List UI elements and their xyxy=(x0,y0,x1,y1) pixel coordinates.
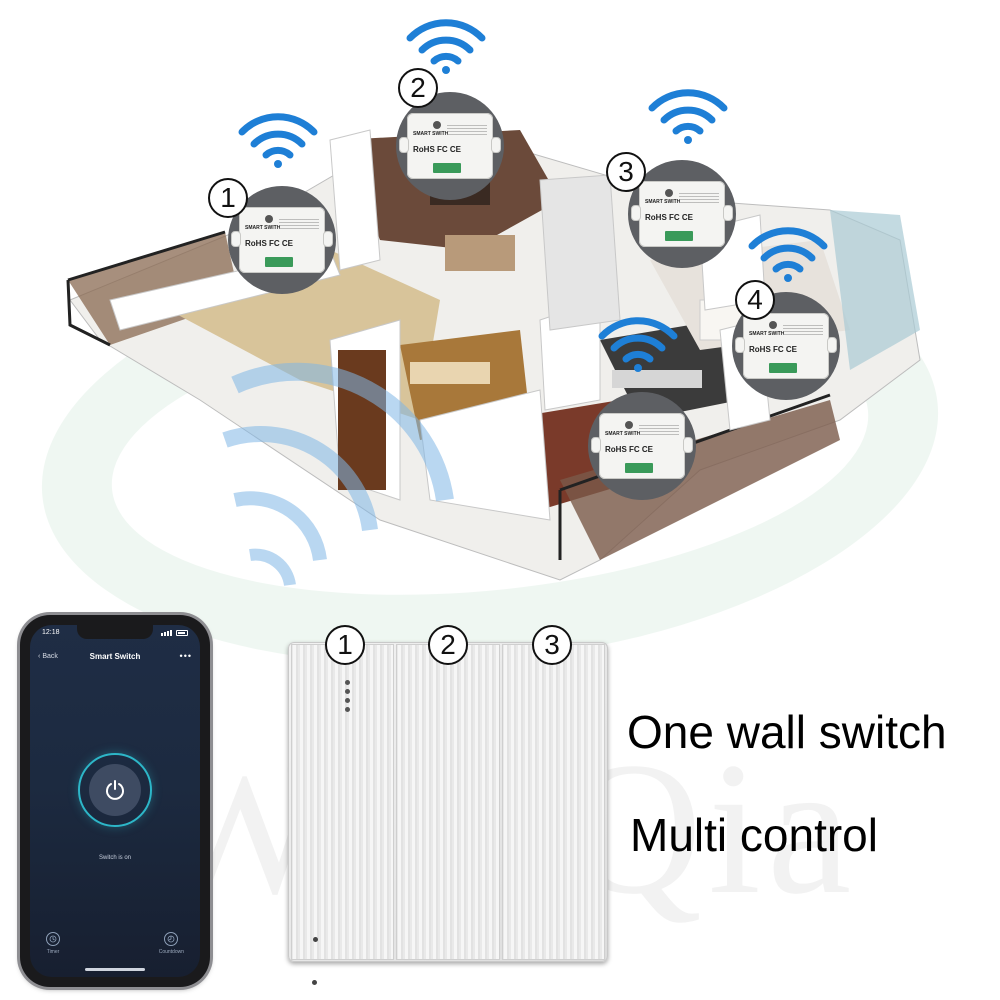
app-title: Smart Switch xyxy=(89,651,141,661)
gang-number-badge: 2 xyxy=(428,625,468,665)
signal-icon xyxy=(161,629,173,636)
power-icon xyxy=(106,780,124,800)
more-button[interactable]: ••• xyxy=(179,651,192,661)
relay-box: SMART SWITH RoHS FC CE xyxy=(399,113,501,179)
switch-status-text: Switch is on xyxy=(98,855,131,861)
wall-switch-panel xyxy=(288,642,608,962)
indicator-dot xyxy=(312,980,317,985)
switch-gang-1[interactable] xyxy=(291,644,395,960)
relay-box: SMART SWITH RoHS FC CE xyxy=(735,313,837,379)
module-certs: RoHS FC CE xyxy=(605,445,653,454)
timer-button[interactable]: Timer xyxy=(46,932,60,955)
module-brand: SMART SWITH xyxy=(645,199,681,205)
apartment-illustration xyxy=(66,129,921,587)
app-navbar: ‹ Back Smart Switch ••• xyxy=(38,647,192,665)
countdown-label: Countdown xyxy=(158,949,184,955)
subline-text: Multi control xyxy=(630,809,878,861)
relay-box: SMART SWITH RoHS FC CE xyxy=(631,181,733,247)
wifi-icon xyxy=(406,19,486,74)
module-brand: SMART SWITH xyxy=(605,431,641,437)
module-number-badge: 2 xyxy=(398,68,438,108)
module-number-badge: 4 xyxy=(735,280,775,320)
gang-number-badge: 3 xyxy=(532,625,572,665)
indicator-dot xyxy=(313,937,318,942)
module-number-badge: 1 xyxy=(208,178,248,218)
smartphone: 12:18 ‹ Back Smart Switch ••• Switch is … xyxy=(20,615,210,987)
wifi-icon xyxy=(748,227,828,282)
status-bar: 12:18 xyxy=(42,629,188,636)
apartment-drawing xyxy=(66,129,921,587)
home-indicator xyxy=(85,968,145,971)
chevron-left-icon: ‹ xyxy=(38,652,41,660)
module-certs: RoHS FC CE xyxy=(245,239,293,248)
switch-gang-2[interactable] xyxy=(396,644,500,960)
indicator-leds xyxy=(345,680,350,712)
app-screen: 12:18 ‹ Back Smart Switch ••• Switch is … xyxy=(30,625,200,977)
module-brand: SMART SWITH xyxy=(749,331,785,337)
switch-gang-3[interactable] xyxy=(501,644,605,960)
module-certs: RoHS FC CE xyxy=(413,145,461,154)
status-time: 12:18 xyxy=(42,629,60,636)
wifi-icon xyxy=(238,113,318,168)
headline-text: One wall switch xyxy=(627,706,947,758)
module-brand: SMART SWITH xyxy=(413,131,449,137)
back-label: Back xyxy=(42,652,58,660)
clock-icon xyxy=(49,935,57,943)
module-certs: RoHS FC CE xyxy=(749,345,797,354)
relay-box: SMART SWITH RoHS FC CE xyxy=(231,207,333,273)
module-brand: SMART SWITH xyxy=(245,225,281,231)
countdown-icon xyxy=(167,935,175,943)
status-icons xyxy=(161,629,188,636)
gang-number-badge: 1 xyxy=(325,625,365,665)
module-number-badge: 3 xyxy=(606,152,646,192)
module-certs: RoHS FC CE xyxy=(645,213,693,222)
bottom-actions: Timer Countdown xyxy=(46,932,184,955)
relay-module-3: SMART SWITH RoHS FC CE xyxy=(628,160,736,268)
wifi-icon xyxy=(598,317,678,372)
back-button[interactable]: ‹ Back xyxy=(38,653,58,660)
wifi-icon xyxy=(648,89,728,144)
timer-label: Timer xyxy=(46,949,60,955)
relay-module-5: SMART SWITH RoHS FC CE xyxy=(588,392,696,500)
battery-icon xyxy=(176,629,188,636)
countdown-button[interactable]: Countdown xyxy=(159,932,184,955)
relay-module-2: SMART SWITH RoHS FC CE xyxy=(396,92,504,200)
relay-box: SMART SWITH RoHS FC CE xyxy=(591,413,693,479)
power-button[interactable] xyxy=(78,753,152,827)
